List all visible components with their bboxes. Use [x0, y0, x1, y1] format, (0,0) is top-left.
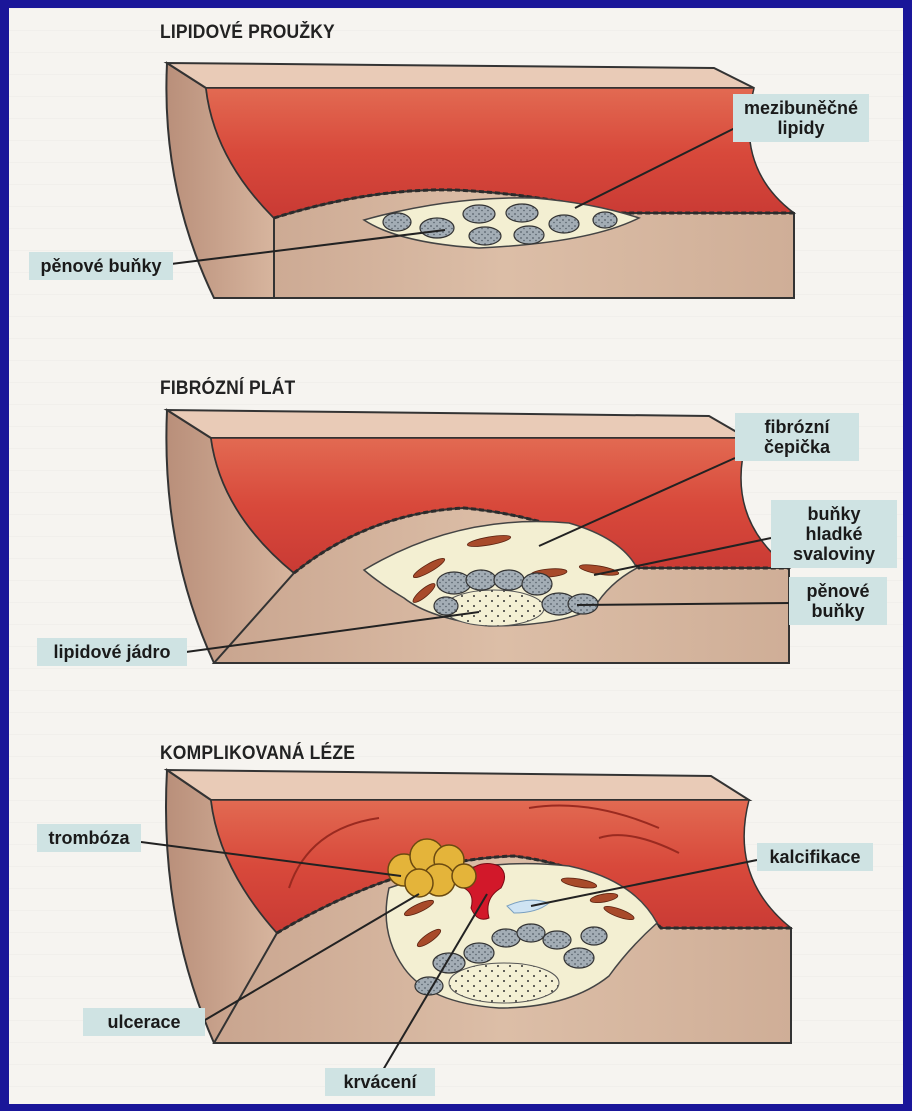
- label-thrombosis: trombóza: [37, 824, 141, 852]
- label-line-2: buňky: [797, 601, 879, 621]
- label-foam-cells-1: pěnové buňky: [29, 252, 173, 280]
- lipid-streak-illustration: [166, 63, 794, 298]
- label-line-1: fibrózní: [743, 417, 851, 437]
- section-title-fibrous-plaque: FIBRÓZNÍ PLÁT: [160, 378, 295, 400]
- label-line-2: čepička: [743, 437, 851, 457]
- label-ulceration: ulcerace: [83, 1008, 205, 1036]
- label-smooth-muscle-cells: buňky hladké svaloviny: [771, 500, 897, 568]
- label-calcification: kalcifikace: [757, 843, 873, 871]
- label-line-2: svaloviny: [779, 544, 889, 564]
- label-bleeding: krvácení: [325, 1068, 435, 1096]
- fibrous-plaque-illustration: [166, 410, 791, 663]
- label-line-1: mezibuněčné: [741, 98, 861, 118]
- label-line-2: lipidy: [741, 118, 861, 138]
- section-title-complicated-lesion: KOMPLIKOVANÁ LÉZE: [160, 743, 355, 765]
- atherosclerosis-diagram: [9, 8, 903, 1104]
- label-line-1: pěnové: [797, 581, 879, 601]
- slide-frame: LIPIDOVÉ PROUŽKY FIBRÓZNÍ PLÁT KOMPLIKOV…: [9, 8, 903, 1104]
- section-title-lipid-streaks: LIPIDOVÉ PROUŽKY: [160, 22, 335, 44]
- label-fibrous-cap: fibrózní čepička: [735, 413, 859, 461]
- label-foam-cells-2: pěnové buňky: [789, 577, 887, 625]
- label-intercellular-lipids: mezibuněčné lipidy: [733, 94, 869, 142]
- complicated-lesion-illustration: [141, 770, 791, 1070]
- label-line-1: buňky hladké: [779, 504, 889, 544]
- label-lipid-core: lipidové jádro: [37, 638, 187, 666]
